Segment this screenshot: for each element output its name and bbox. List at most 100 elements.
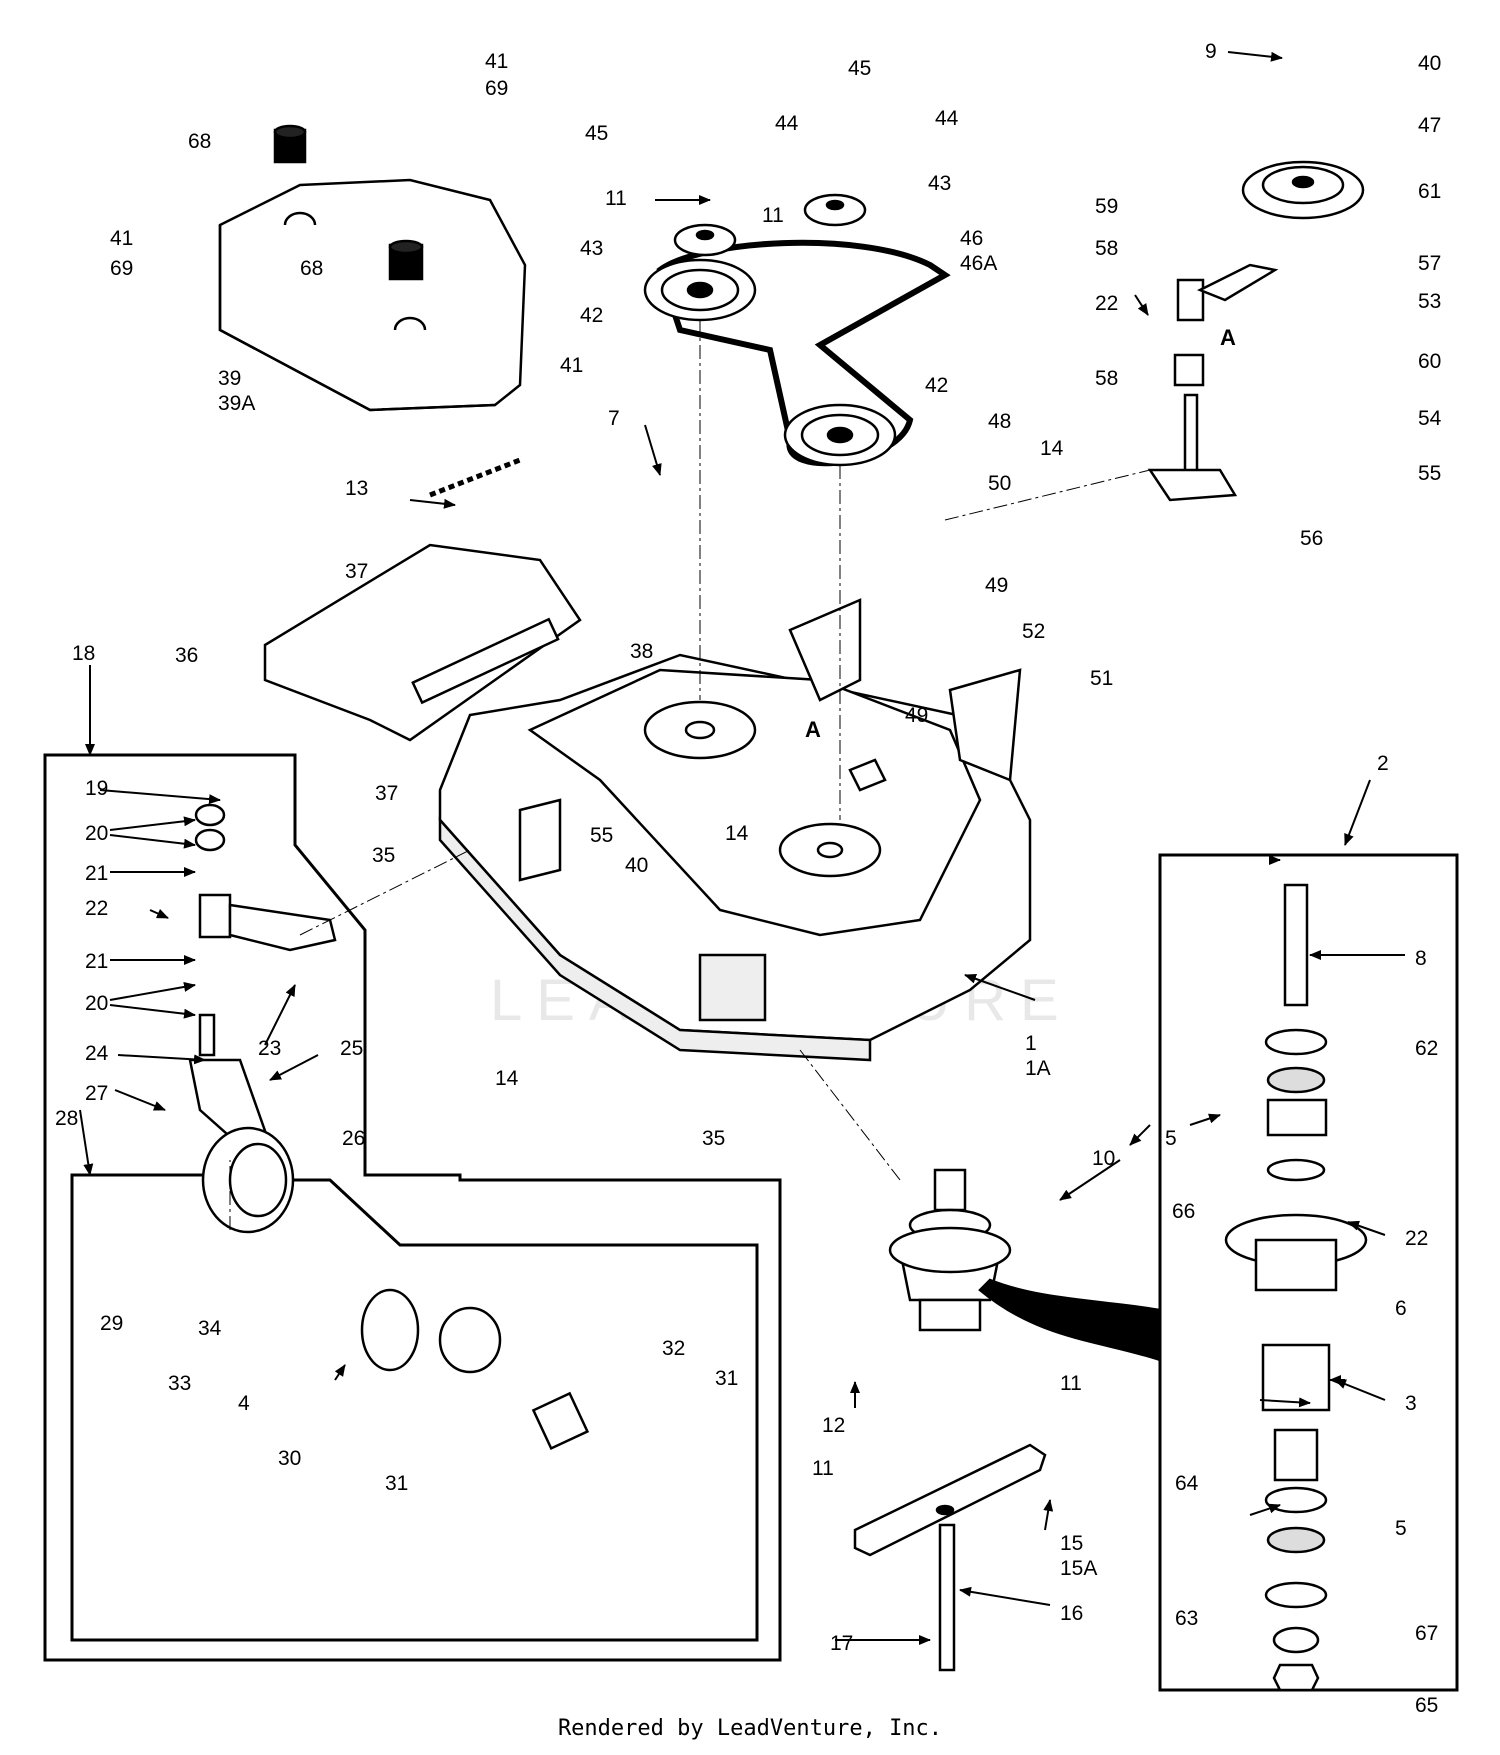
callout-49-b: 49 — [905, 704, 928, 727]
callout-7: 7 — [608, 407, 620, 430]
callout-69-a: 69 — [485, 77, 508, 100]
callout-31-b: 31 — [385, 1472, 408, 1495]
deck-housing — [438, 598, 1032, 1062]
callout-42-a: 42 — [580, 304, 603, 327]
callout-22-c: 22 — [1405, 1227, 1428, 1250]
callout-43-a: 43 — [580, 237, 603, 260]
callout-55-a: 55 — [1418, 462, 1441, 485]
callout-61: 61 — [1418, 180, 1441, 203]
callout-19: 19 — [85, 777, 108, 800]
spindle-assembly-main — [888, 1168, 1162, 1362]
deck-cover — [218, 124, 527, 412]
render-credit: Rendered by LeadVenture, Inc. — [557, 1716, 943, 1741]
callout-11-c: 11 — [1060, 1372, 1082, 1395]
callout-34: 34 — [198, 1317, 222, 1340]
callout-5-lower: 5 — [1395, 1517, 1407, 1540]
callout-37-b: 37 — [375, 782, 398, 805]
callout-29: 29 — [100, 1312, 123, 1335]
callout-58-b: 58 — [1095, 367, 1118, 390]
callout-5-upper: 5 — [1165, 1127, 1177, 1150]
callout-62: 62 — [1415, 1037, 1438, 1060]
callout-35-b: 35 — [702, 1127, 725, 1150]
callout-44-a: 44 — [775, 112, 799, 135]
callout-32: 32 — [662, 1337, 685, 1360]
callout-53: 53 — [1418, 290, 1441, 313]
callout-15: 15 — [1060, 1532, 1083, 1555]
callout-20-a: 20 — [85, 822, 108, 845]
callout-41-c: 41 — [560, 354, 583, 377]
callout-48: 48 — [988, 410, 1011, 433]
callout-68-a: 68 — [188, 130, 211, 153]
callout-3: 3 — [1405, 1392, 1417, 1415]
callout-46: 46 — [960, 227, 983, 250]
callout-65: 65 — [1415, 1694, 1438, 1717]
callout-37-a: 37 — [345, 560, 368, 583]
callout-18: 18 — [72, 642, 95, 665]
callout-22-a: 22 — [85, 897, 108, 920]
callout-6: 6 — [1395, 1297, 1407, 1320]
callout-67: 67 — [1415, 1622, 1438, 1645]
mower-blade — [853, 1443, 1047, 1672]
callout-58-a: 58 — [1095, 237, 1118, 260]
detail-box-wheel — [70, 1173, 759, 1642]
callout-30: 30 — [278, 1447, 301, 1470]
callout-28: 28 — [55, 1107, 78, 1130]
callout-35-a: 35 — [372, 844, 395, 867]
callout-13: 13 — [345, 477, 368, 500]
callout-14-b: 14 — [725, 822, 749, 845]
callout-2: 2 — [1377, 752, 1389, 775]
callout-57: 57 — [1418, 252, 1441, 275]
callout-21-b: 21 — [85, 950, 108, 973]
callout-10: 10 — [1092, 1147, 1115, 1170]
callout-66: 66 — [1172, 1200, 1195, 1223]
alignment-lines — [229, 320, 1151, 1230]
callout-39: 39 — [218, 367, 241, 390]
callout-59: 59 — [1095, 195, 1118, 218]
callout-63: 63 — [1175, 1607, 1198, 1630]
callout-23: 23 — [258, 1037, 281, 1060]
callout-45-b: 45 — [848, 57, 871, 80]
callout-11-b: 11 — [762, 204, 784, 227]
callout-43-b: 43 — [928, 172, 951, 195]
callout-69-b: 69 — [110, 257, 133, 280]
callout-39a: 39A — [218, 392, 255, 415]
spindle-exploded-parts — [1224, 883, 1368, 1692]
baffle-and-spring — [263, 457, 582, 742]
callout-arrows — [79, 51, 1405, 1645]
callout-51: 51 — [1090, 667, 1113, 690]
callout-56: 56 — [1300, 527, 1323, 550]
callout-44-b: 44 — [935, 107, 959, 130]
callout-25: 25 — [340, 1037, 363, 1060]
callout-22-b: 22 — [1095, 292, 1118, 315]
callout-45-a: 45 — [585, 122, 608, 145]
callout-24: 24 — [85, 1042, 109, 1065]
callout-54: 54 — [1418, 407, 1442, 430]
callout-49-a: 49 — [985, 574, 1008, 597]
callout-38: 38 — [630, 640, 653, 663]
callout-36: 36 — [175, 644, 198, 667]
detail-box-caster-assembly — [43, 753, 782, 1662]
callout-16: 16 — [1060, 1602, 1083, 1625]
callout-17: 17 — [830, 1632, 853, 1655]
callout-64: 64 — [1175, 1472, 1199, 1495]
callout-27: 27 — [85, 1082, 108, 1105]
detail-marker-a-idler: A — [1220, 325, 1236, 350]
callout-31-a: 31 — [715, 1367, 738, 1390]
callout-41-b: 41 — [110, 227, 133, 250]
callout-50: 50 — [988, 472, 1011, 495]
callout-15a: 15A — [1060, 1557, 1097, 1580]
callout-40-a: 40 — [1418, 52, 1441, 75]
callout-68-b: 68 — [300, 257, 323, 280]
callout-1a: 1A — [1025, 1057, 1051, 1080]
callout-21-a: 21 — [85, 862, 108, 885]
callout-12: 12 — [822, 1414, 845, 1437]
callout-1: 1 — [1025, 1032, 1037, 1055]
callout-42-b: 42 — [925, 374, 948, 397]
callout-4: 4 — [238, 1392, 250, 1415]
callout-55-b: 55 — [590, 824, 613, 847]
callout-60: 60 — [1418, 350, 1441, 373]
idler-assembly — [1147, 160, 1365, 502]
callout-40-b: 40 — [625, 854, 648, 877]
callout-33: 33 — [168, 1372, 191, 1395]
